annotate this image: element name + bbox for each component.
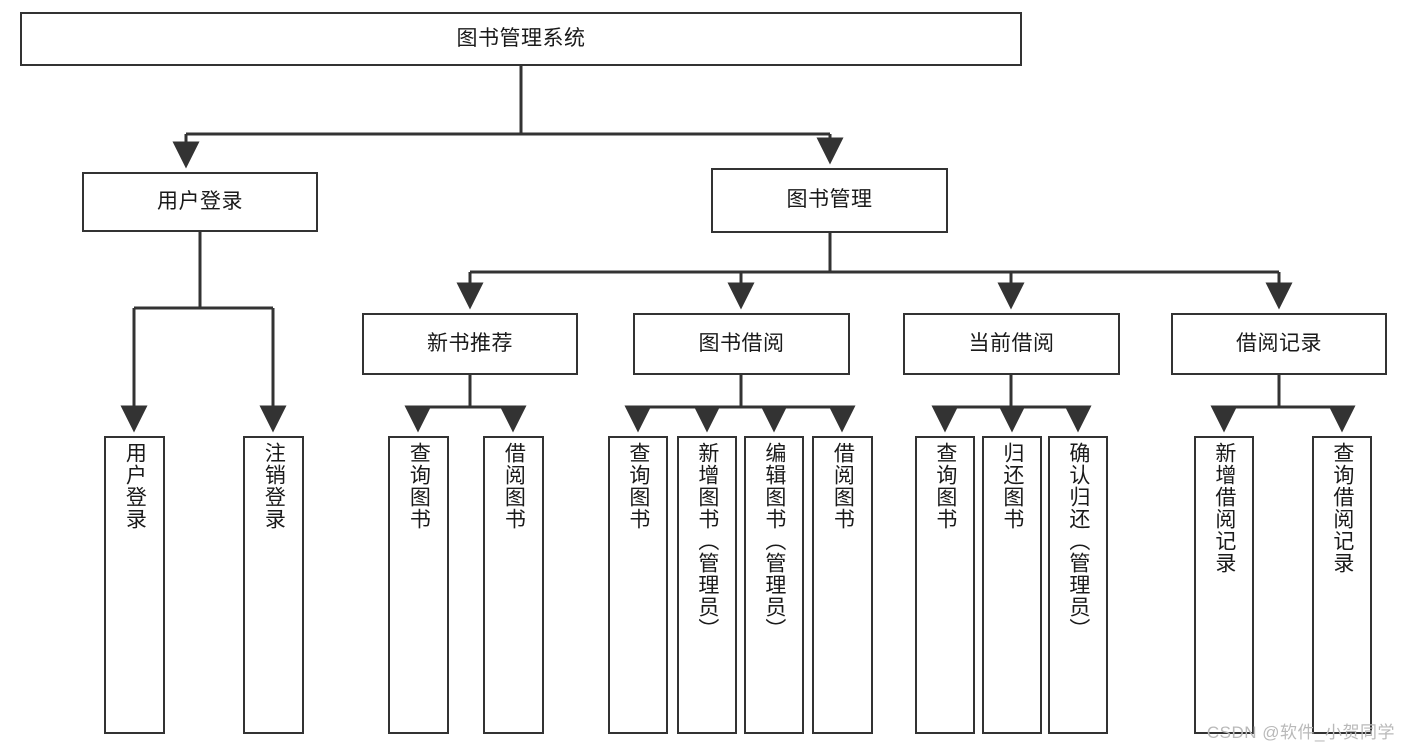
node-book-borrow-label: 图书借阅 bbox=[698, 331, 785, 355]
node-book-manage-label: 图书管理 bbox=[786, 188, 873, 212]
node-leaf-query-book-current-label: 查询图书 bbox=[933, 442, 957, 530]
node-user-login-label: 用户登录 bbox=[157, 189, 243, 213]
node-leaf-edit-book-admin[interactable]: 编辑图书（管理员） bbox=[744, 436, 804, 734]
node-new-book-rec[interactable]: 新书推荐 bbox=[362, 313, 578, 375]
node-leaf-return-book-label: 归还图书 bbox=[1000, 442, 1024, 530]
node-user-login[interactable]: 用户登录 bbox=[82, 172, 318, 232]
node-book-borrow[interactable]: 图书借阅 bbox=[633, 313, 850, 375]
node-leaf-user-logout-label: 注销登录 bbox=[262, 442, 286, 530]
node-leaf-query-book-rec[interactable]: 查询图书 bbox=[388, 436, 449, 734]
node-leaf-query-borrow-record[interactable]: 查询借阅记录 bbox=[1312, 436, 1372, 734]
node-leaf-add-borrow-record-label: 新增借阅记录 bbox=[1212, 442, 1236, 574]
node-leaf-query-book-rec-label: 查询图书 bbox=[407, 442, 431, 530]
node-leaf-add-book-admin[interactable]: 新增图书（管理员） bbox=[677, 436, 737, 734]
node-leaf-return-book[interactable]: 归还图书 bbox=[982, 436, 1042, 734]
node-leaf-edit-book-admin-label: 编辑图书（管理员） bbox=[762, 442, 786, 640]
node-current-borrow-label: 当前借阅 bbox=[968, 331, 1055, 355]
node-leaf-borrow-book[interactable]: 借阅图书 bbox=[812, 436, 873, 734]
node-borrow-record[interactable]: 借阅记录 bbox=[1171, 313, 1387, 375]
node-leaf-add-borrow-record[interactable]: 新增借阅记录 bbox=[1194, 436, 1254, 734]
node-current-borrow[interactable]: 当前借阅 bbox=[903, 313, 1120, 375]
node-root[interactable]: 图书管理系统 bbox=[20, 12, 1022, 66]
node-leaf-user-logout[interactable]: 注销登录 bbox=[243, 436, 304, 734]
csdn-watermark: CSDN @软件_小贺同学 bbox=[1206, 723, 1395, 742]
node-leaf-query-book-borrow[interactable]: 查询图书 bbox=[608, 436, 668, 734]
node-leaf-query-borrow-record-label: 查询借阅记录 bbox=[1330, 442, 1354, 574]
node-new-book-rec-label: 新书推荐 bbox=[427, 331, 513, 355]
node-book-manage[interactable]: 图书管理 bbox=[711, 168, 948, 233]
node-borrow-record-label: 借阅记录 bbox=[1236, 331, 1322, 355]
node-leaf-borrow-book-rec-label: 借阅图书 bbox=[502, 442, 526, 530]
node-leaf-user-login[interactable]: 用户登录 bbox=[104, 436, 165, 734]
node-leaf-query-book-current[interactable]: 查询图书 bbox=[915, 436, 975, 734]
node-leaf-query-book-borrow-label: 查询图书 bbox=[626, 442, 650, 530]
node-leaf-add-book-admin-label: 新增图书（管理员） bbox=[695, 442, 719, 640]
node-leaf-confirm-return-admin-label: 确认归还（管理员） bbox=[1066, 442, 1090, 640]
node-leaf-borrow-book-label: 借阅图书 bbox=[831, 442, 855, 530]
node-root-label: 图书管理系统 bbox=[456, 26, 586, 50]
node-leaf-confirm-return-admin[interactable]: 确认归还（管理员） bbox=[1048, 436, 1108, 734]
node-leaf-borrow-book-rec[interactable]: 借阅图书 bbox=[483, 436, 544, 734]
node-leaf-user-login-label: 用户登录 bbox=[123, 442, 147, 530]
